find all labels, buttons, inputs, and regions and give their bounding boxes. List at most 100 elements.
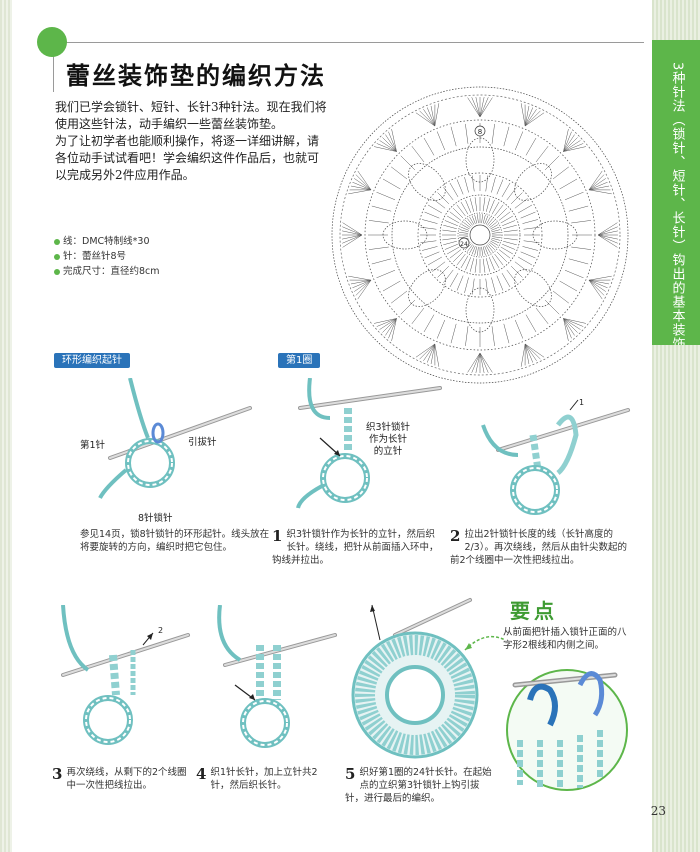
chart-fan-stroke: [385, 318, 397, 336]
chart-stroke: [500, 246, 514, 255]
chart-fan-stroke: [354, 178, 372, 191]
chart-fan-stroke: [563, 146, 587, 152]
chart-fan-stroke: [354, 279, 372, 292]
chart-fan-stroke: [563, 131, 572, 152]
round-label-8: 8: [478, 128, 482, 136]
chart-fan-stroke: [597, 234, 618, 240]
chart-stroke: [503, 237, 518, 241]
step-ring-start: 参见14页，锁8针锁针的环形起针。线头放在将要旋转的方向，编织时把它包住。: [80, 529, 270, 553]
chart-fan-stroke: [520, 103, 526, 127]
chart-fan-stroke: [479, 352, 485, 373]
chart-stroke: [450, 323, 457, 344]
chart-fan-stroke: [342, 230, 363, 236]
chart-stroke: [488, 219, 496, 227]
chart-stroke: [411, 307, 425, 325]
section-label-ring-start: 环形编织起针: [54, 353, 130, 368]
materials-list: 线：DMC特制线*30 针：蕾丝针8号 完成尺寸：直径约8cm: [54, 234, 160, 279]
chart-stroke: [544, 299, 560, 315]
chart-stroke: [411, 145, 425, 163]
chart-fan-stroke: [373, 146, 397, 152]
chart-fan-stroke: [563, 128, 569, 152]
chart-stroke: [491, 201, 500, 215]
chart-stroke: [487, 218, 493, 226]
chart-stroke: [376, 191, 396, 201]
doily-chart-diagram: 8 24: [331, 86, 629, 384]
chart-stroke: [514, 319, 524, 339]
chart-stroke: [510, 192, 523, 205]
chart-fan-stroke: [524, 343, 530, 365]
chart-stroke: [571, 246, 592, 250]
chart-fan-stroke: [426, 343, 436, 363]
chart-stroke: [461, 224, 470, 230]
chart-fan-stroke: [563, 318, 578, 333]
chart-stroke: [420, 226, 437, 230]
page-number: 23: [650, 804, 666, 818]
intro-text: 我们已学会锁针、短针、长针3种针法。现在我们将使用这些针法，动手编织一些蕾丝装饰…: [55, 99, 330, 184]
chart-stroke: [517, 204, 533, 214]
chart-fan-stroke: [588, 279, 608, 289]
chart-stroke: [376, 269, 396, 279]
chart-fan-stroke: [342, 234, 363, 240]
chart-stroke: [485, 258, 491, 272]
chart-stroke: [460, 226, 470, 231]
spec-hook: 针：蕾丝针8号: [54, 249, 160, 264]
chart-stroke: [423, 314, 435, 333]
chart-fan-stroke: [588, 189, 612, 195]
chart-fan-stroke: [563, 143, 584, 152]
chart-stroke: [496, 179, 504, 195]
chart-fan-stroke: [467, 97, 481, 118]
chart-fan-stroke: [434, 103, 440, 127]
intro-paragraph-1: 我们已学会锁针、短针、长针3种针法。现在我们将使用这些针法，动手编织一些蕾丝装饰…: [55, 100, 327, 131]
chart-stroke: [420, 240, 437, 244]
chart-fan-stroke: [563, 318, 569, 342]
chart-fan-stroke: [391, 128, 397, 152]
chart-fan-stroke: [563, 134, 575, 152]
chart-fan-stroke: [357, 280, 372, 300]
chart-stroke: [482, 258, 486, 273]
right-edge-strip: [652, 345, 700, 852]
chart-stroke: [465, 123, 469, 144]
chart-stroke: [490, 226, 500, 231]
step-number: 4: [196, 765, 207, 783]
chart-fan-stroke: [524, 109, 537, 127]
chart-stroke: [485, 198, 491, 212]
chart-stroke: [489, 222, 497, 228]
chart-fan-stroke: [352, 279, 372, 289]
chart-stroke: [456, 204, 466, 217]
chart-fan-stroke: [563, 140, 581, 152]
chart-fan-stroke: [423, 109, 436, 127]
chart-stroke: [491, 277, 496, 294]
illustration-step-3: 2: [61, 605, 190, 745]
chart-stroke: [485, 245, 491, 254]
chart-stroke: [535, 145, 549, 163]
chart-fan-stroke: [588, 178, 606, 191]
chart-fan-stroke: [588, 279, 605, 296]
chart-stroke: [510, 265, 523, 278]
chart-stroke: [559, 280, 578, 292]
chart-stroke: [481, 246, 483, 256]
chart-fan-stroke: [471, 97, 481, 118]
chart-petal: [382, 220, 428, 250]
chart-stroke: [488, 243, 496, 251]
chart-fan-stroke: [373, 318, 397, 324]
chart-fan-stroke: [419, 343, 436, 360]
chart-fan-stroke: [342, 226, 363, 236]
chart-stroke: [456, 253, 466, 266]
chart-fan-stroke: [563, 318, 572, 339]
chart-stroke: [525, 137, 537, 156]
chart-stroke: [465, 326, 469, 347]
chart-stroke: [474, 214, 478, 224]
chart-stroke: [490, 240, 499, 246]
chart-stroke: [421, 246, 438, 251]
chart-stroke: [390, 166, 408, 180]
chart-stroke: [491, 326, 495, 347]
chart-stroke: [456, 275, 464, 291]
chart-fan-stroke: [597, 226, 618, 236]
chart-stroke: [496, 275, 504, 291]
chart-stroke: [436, 319, 446, 339]
chart-fan-stroke: [388, 318, 397, 339]
chart-fan-stroke: [588, 279, 610, 285]
